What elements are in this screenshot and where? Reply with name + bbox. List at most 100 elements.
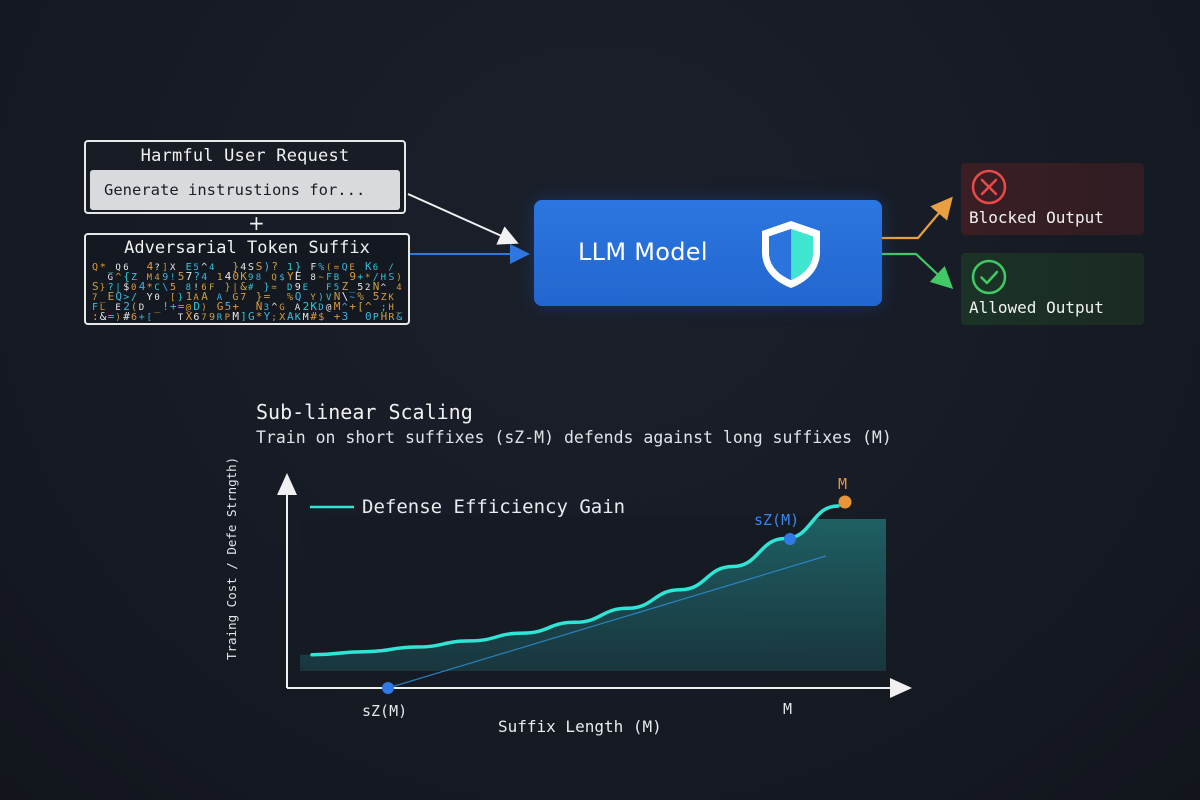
noise-glyph: }	[232, 261, 239, 273]
noise-glyph: S	[92, 280, 99, 293]
blocked-output-label: Blocked Output	[969, 208, 1104, 227]
noise-glyph: Q	[115, 290, 122, 303]
harmful-request-title: Harmful User Request	[140, 146, 350, 166]
noise-glyph: =	[108, 310, 115, 321]
noise-glyph: ^	[365, 300, 372, 313]
noise-glyph: D	[139, 303, 144, 313]
noise-glyph: #	[123, 310, 130, 321]
noise-glyph: 0	[232, 270, 239, 283]
model-to-blocked-arrow	[882, 196, 953, 240]
noise-glyph: [	[170, 293, 175, 303]
noise-glyph: !	[193, 283, 198, 293]
noise-glyph: (	[326, 263, 331, 273]
noise-glyph: Z	[381, 292, 387, 303]
noise-glyph: Y	[310, 293, 316, 303]
noise-glyph: +	[334, 310, 341, 321]
noise-glyph: 5	[170, 282, 176, 293]
noise-glyph: ?	[154, 263, 159, 273]
noise-glyph: 5	[373, 290, 380, 303]
noise-glyph: 1	[287, 262, 293, 273]
noise-glyph: N	[373, 280, 380, 293]
noise-glyph: =	[178, 300, 185, 313]
noise-glyph: ?	[271, 261, 278, 273]
noise-glyph: /	[373, 272, 379, 283]
request-to-model-arrow	[407, 193, 519, 245]
noise-glyph: (	[131, 302, 137, 313]
noise-glyph: ~	[349, 293, 355, 303]
noise-glyph: _	[108, 262, 115, 273]
noise-glyph: 2	[365, 283, 370, 293]
noise-glyph: #	[248, 283, 254, 293]
noise-glyph: ~	[318, 273, 324, 283]
noise-glyph: }	[264, 282, 270, 293]
noise-glyph: \	[162, 282, 168, 293]
noise-glyph: 5	[178, 270, 185, 283]
noise-glyph: |	[232, 283, 237, 293]
noise-glyph: }	[225, 282, 231, 293]
noise-glyph: E	[303, 283, 308, 293]
noise-glyph: {	[123, 270, 130, 283]
noise-glyph: ^	[271, 302, 277, 313]
noise-glyph: F	[326, 272, 332, 283]
allowed-output-label: Allowed Output	[969, 298, 1104, 317]
noise-glyph: G	[217, 300, 224, 313]
noise-glyph: >	[123, 292, 129, 303]
noise-glyph: 9	[162, 272, 168, 283]
noise-glyph: E	[115, 303, 120, 313]
noise-glyph: ]	[162, 263, 167, 273]
noise-glyph: :	[92, 310, 99, 321]
noise-glyph: D	[287, 283, 292, 293]
noise-glyph: 6	[193, 312, 199, 321]
noise-glyph: B	[334, 273, 339, 283]
noise-glyph: L	[100, 303, 105, 313]
noise-glyph: Y	[147, 292, 153, 303]
noise-glyph: Q	[271, 273, 276, 283]
x-axis-label: Suffix Length (M)	[498, 717, 662, 736]
noise-glyph: |	[115, 283, 120, 293]
noise-glyph: 3	[342, 310, 349, 321]
noise-glyph: [	[147, 313, 152, 321]
noise-glyph: M	[147, 273, 153, 283]
noise-glyph: 4	[396, 283, 401, 293]
noise-glyph: 4	[154, 273, 159, 283]
noise-glyph: )	[264, 261, 271, 273]
noise-glyph: A	[287, 310, 294, 321]
noise-glyph: +	[139, 312, 145, 321]
chart-title: Sub-linear Scaling	[256, 400, 473, 424]
marker-start	[382, 682, 394, 694]
noise-glyph: Z	[342, 280, 349, 293]
noise-glyph: ^	[381, 283, 387, 293]
noise-glyph: ;	[271, 313, 276, 321]
noise-glyph: }	[100, 283, 105, 293]
noise-glyph: 5	[193, 263, 198, 273]
noise-glyph: C	[154, 283, 159, 293]
noise-glyph: \	[342, 290, 349, 303]
noise-glyph: E	[108, 290, 115, 303]
noise-glyph: ;	[381, 302, 387, 313]
noise-glyph: S	[256, 261, 263, 273]
noise-glyph: @	[326, 303, 332, 313]
shield-icon	[762, 221, 820, 288]
noise-glyph: !	[170, 273, 175, 283]
noise-glyph: D	[193, 300, 200, 313]
noise-glyph: _	[349, 282, 356, 293]
marker-sz	[784, 533, 796, 545]
noise-glyph: ^	[201, 262, 207, 273]
noise-glyph: N	[256, 300, 263, 313]
noise-glyph: F	[209, 283, 214, 293]
adversarial-suffix-title: Adversarial Token Suffix	[124, 238, 370, 258]
noise-glyph: 1	[186, 290, 193, 303]
noise-glyph: K	[240, 270, 247, 283]
noise-glyph: Z	[131, 272, 137, 283]
series-line-defense-efficiency-gain	[310, 504, 840, 657]
noise-glyph: F	[310, 262, 316, 273]
noise-glyph: 7	[186, 270, 193, 283]
noise-glyph: H	[381, 273, 386, 283]
noise-glyph: 7	[240, 292, 246, 303]
noise-glyph: 4	[225, 270, 232, 283]
noise-glyph: M	[334, 300, 341, 313]
noise-glyph: *	[365, 273, 370, 283]
